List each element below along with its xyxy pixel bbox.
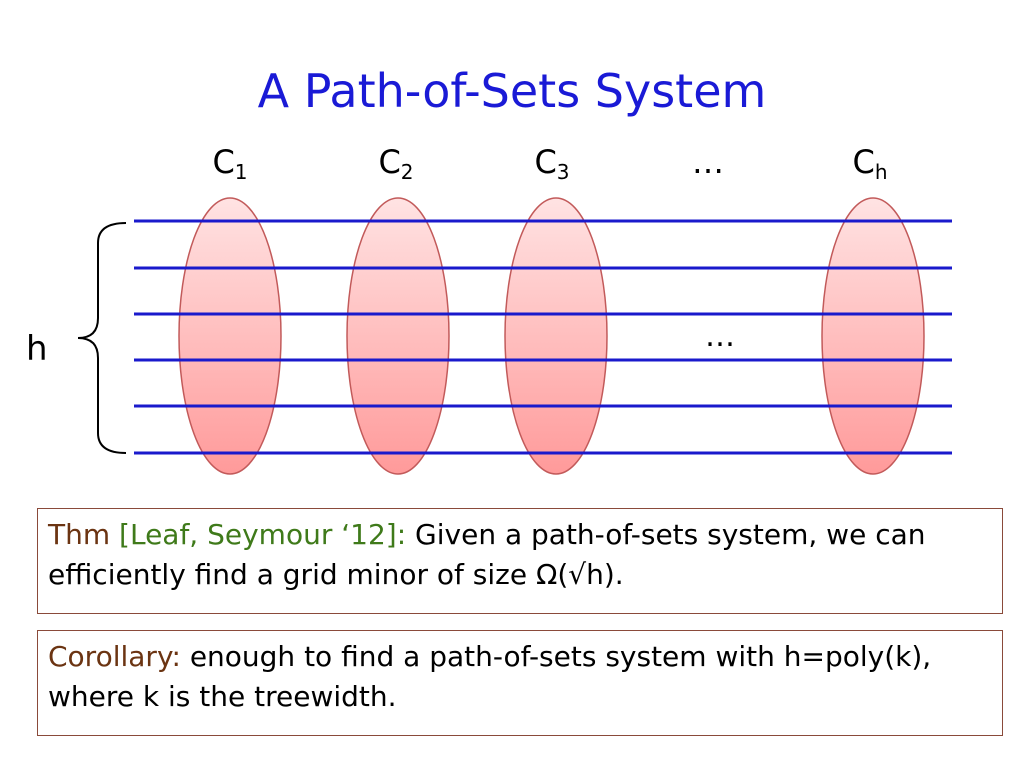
slide-title: A Path-of-Sets System	[257, 64, 767, 118]
cluster-sets	[178, 197, 925, 475]
cluster-c2	[346, 197, 450, 475]
paths	[134, 219, 952, 455]
theorem-text: Given a path-of-sets system, we can effi…	[48, 518, 926, 591]
theorem-box: Thm [Leaf, Seymour ‘12]: Given a path-of…	[37, 508, 1003, 614]
brace-label-h: h	[26, 329, 48, 369]
cluster-ch	[821, 197, 925, 475]
cluster-c3	[504, 197, 608, 475]
column-label-ellipsis: …	[692, 143, 724, 181]
curly-brace	[77, 222, 127, 454]
corollary-text: enough to find a path-of-sets system wit…	[48, 640, 932, 713]
theorem-prefix: Thm	[48, 518, 111, 551]
column-label-c1: C1	[212, 143, 248, 184]
corollary-prefix: Corollary:	[48, 640, 181, 673]
cluster-c1	[178, 197, 282, 475]
column-label-ch: Ch	[852, 143, 888, 184]
column-label-c2: C2	[378, 143, 414, 184]
middle-ellipsis: …	[705, 319, 735, 354]
theorem-citation: [Leaf, Seymour ‘12]:	[119, 518, 407, 551]
path-of-sets-diagram	[77, 197, 952, 475]
column-label-c3: C3	[534, 143, 570, 184]
corollary-box: Corollary: enough to find a path-of-sets…	[37, 630, 1003, 736]
